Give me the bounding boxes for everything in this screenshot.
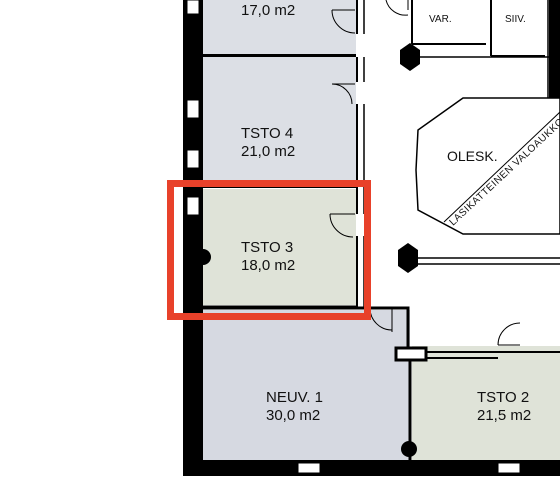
lightwell-divider	[443, 111, 560, 223]
room-tsto2[interactable]	[412, 346, 560, 460]
room-tsto3[interactable]	[203, 189, 356, 305]
room-top-partial[interactable]	[203, 0, 356, 54]
room-neuv1[interactable]	[203, 310, 410, 460]
room-tsto4-area: 21,0 m2	[241, 143, 295, 160]
window-junction	[394, 346, 428, 362]
room-olesk-name: OLESK.	[447, 148, 498, 164]
room-top-partial-area: 17,0 m2	[241, 2, 295, 19]
lounge-octagon	[415, 97, 560, 235]
window-left-wall	[186, 0, 200, 216]
room-tsto3-area: 18,0 m2	[241, 257, 295, 274]
outer-wall-bottom	[183, 460, 560, 476]
outer-wall-left	[183, 0, 203, 476]
room-tsto4-name: TSTO 4	[241, 125, 293, 142]
room-neuv1-name: NEUV. 1	[266, 389, 323, 406]
room-tsto4[interactable]	[203, 57, 356, 183]
room-var-name: VAR.	[429, 14, 452, 25]
window-bottom-wall	[297, 462, 521, 474]
room-tsto2-area: 21,5 m2	[477, 407, 531, 424]
column-left	[195, 249, 211, 265]
room-siiv-name: SIIV.	[505, 14, 526, 25]
room-tsto2-name: TSTO 2	[477, 389, 529, 406]
highlight-box	[167, 180, 371, 320]
room-tsto3-name: TSTO 3	[241, 239, 293, 256]
columns	[398, 43, 420, 457]
room-neuv1-area: 30,0 m2	[266, 407, 320, 424]
